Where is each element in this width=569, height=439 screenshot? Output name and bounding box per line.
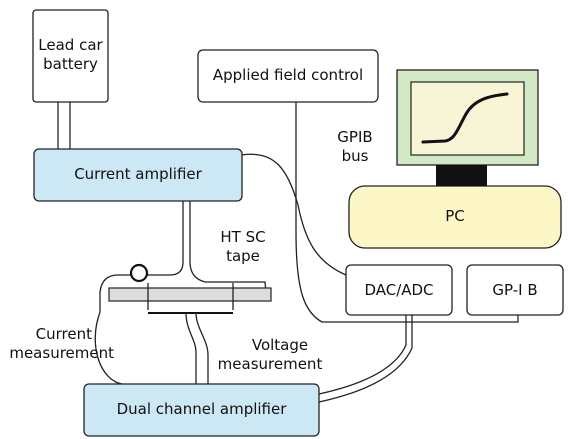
current-amplifier-label: Current amplifier <box>74 165 202 183</box>
voltage-measurement-wires <box>185 312 209 384</box>
tape-label: HT SC tape <box>208 228 278 266</box>
battery-label-line2: battery <box>43 54 98 73</box>
applied-field-control-box <box>197 49 379 103</box>
gp-ib-box <box>466 264 564 316</box>
pc-label: PC <box>445 207 465 225</box>
applied-field-control-label: Applied field control <box>212 66 364 84</box>
dual-channel-amplifier-box <box>83 383 320 437</box>
field-control-to-dac-wire <box>295 102 519 323</box>
monitor-icon <box>396 69 539 186</box>
current-loop-icon <box>129 263 149 283</box>
current-measurement-label: Current measurement <box>2 325 114 363</box>
tape-holder <box>108 283 272 314</box>
voltage-meas-line2: measurement <box>217 354 323 373</box>
dual-amp-to-dac-wires <box>318 315 413 403</box>
current-meas-line2: measurement <box>9 343 114 362</box>
tape-label-line1: HT SC <box>220 228 266 246</box>
current-amplifier-box <box>33 148 243 202</box>
dac-adc-label: DAC/ADC <box>364 281 434 299</box>
battery-label: Lead car battery <box>33 36 108 74</box>
gpib-bus-label: GPIB bus <box>330 128 380 166</box>
dual-channel-amplifier-label: Dual channel amplifier <box>116 400 287 418</box>
gpib-label-line1: GPIB <box>337 128 373 146</box>
dac-adc-box <box>345 264 453 316</box>
current-measurement-wire <box>94 311 123 385</box>
voltage-measurement-label: Voltage measurement <box>208 336 332 374</box>
tape-label-line2: tape <box>226 246 260 265</box>
amplifier-to-dac-wire <box>241 153 347 276</box>
voltage-meas-line1: Voltage <box>251 336 309 354</box>
gpib-label-line2: bus <box>341 146 369 165</box>
hysteresis-curve-icon <box>421 92 509 144</box>
battery-label-line1: Lead car <box>38 36 103 54</box>
current-meas-line1: Current <box>35 325 92 343</box>
gp-ib-label: GP-I B <box>492 281 538 299</box>
